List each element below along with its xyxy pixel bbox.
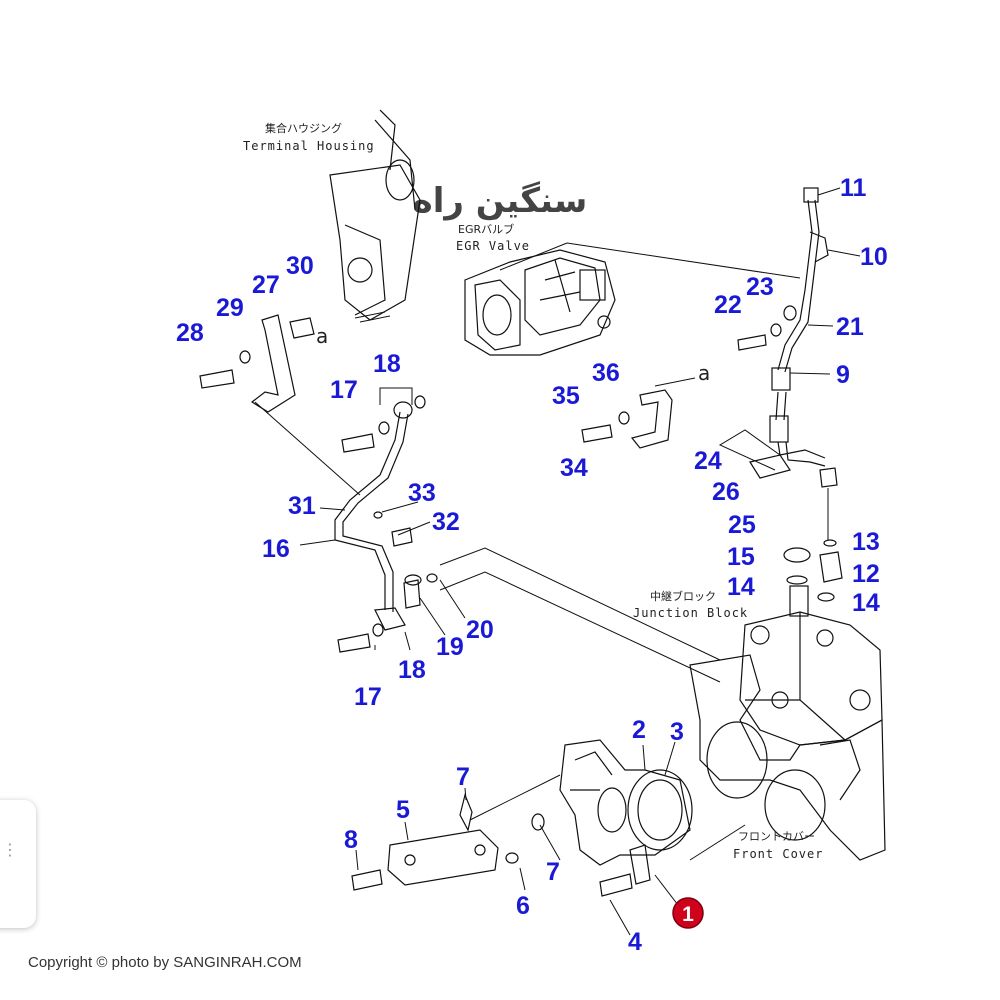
callout-36: 36: [592, 359, 620, 387]
callout-27: 27: [252, 271, 280, 299]
terminal-housing-label-jp: 集合ハウジング: [265, 121, 342, 135]
callout-2: 2: [632, 716, 646, 744]
callout-3: 3: [670, 718, 684, 746]
callout-21: 21: [836, 313, 864, 341]
callout-14-upper: 14: [727, 573, 755, 601]
highlight-callout-1: 1: [672, 897, 704, 929]
callout-17-upper: 17: [330, 376, 358, 404]
front-cover-label-en: Front Cover: [733, 847, 823, 861]
callout-18-upper: 18: [373, 350, 401, 378]
callout-30: 30: [286, 252, 314, 280]
callout-32: 32: [432, 508, 460, 536]
callout-numbers: 11 10 23 22 21 9 36 35 34 24 26 25 13 15…: [176, 174, 888, 956]
callout-20: 20: [466, 616, 494, 644]
highlight-badge-number: 1: [682, 903, 694, 926]
callout-15: 15: [727, 543, 755, 571]
callout-11: 11: [840, 174, 867, 202]
egr-valve: [464, 249, 616, 356]
callout-14-lower: 14: [852, 589, 880, 617]
watermark-text: سنگین راه: [413, 181, 588, 221]
watermark-logo: سنگین راه: [413, 181, 588, 221]
callout-33: 33: [408, 479, 436, 507]
callout-7-upper: 7: [456, 763, 470, 791]
reference-a-right: a: [698, 361, 710, 385]
bracket-27: [199, 314, 361, 496]
callout-17-lower: 17: [354, 683, 382, 711]
side-panel-tab[interactable]: ⋮: [0, 800, 36, 928]
callout-25: 25: [728, 511, 756, 539]
callout-10: 10: [860, 243, 888, 271]
bracket-34: [581, 377, 696, 449]
egr-valve-label-en: EGR Valve: [456, 239, 530, 253]
callout-24: 24: [694, 447, 722, 475]
reference-a-left: a: [316, 324, 328, 348]
front-cover-label-jp: フロントカバー: [738, 830, 815, 843]
callout-6: 6: [516, 892, 530, 920]
more-icon: ⋮: [2, 840, 18, 859]
callout-9: 9: [836, 361, 850, 389]
callout-23: 23: [746, 273, 774, 301]
callout-26: 26: [712, 478, 740, 506]
right-tube-assembly: [737, 187, 829, 479]
callout-7-lower: 7: [546, 858, 560, 886]
callout-22: 22: [714, 291, 742, 319]
callout-35: 35: [552, 382, 580, 410]
terminal-housing-label-en: Terminal Housing: [243, 139, 375, 153]
front-cover: [689, 654, 886, 861]
highlight-badge: [672, 897, 704, 929]
callout-29: 29: [216, 294, 244, 322]
callout-8: 8: [344, 826, 358, 854]
plate-5: [351, 793, 545, 891]
callout-31: 31: [288, 492, 316, 520]
egr-valve-label-jp: EGRバルブ: [458, 222, 514, 236]
callout-28: 28: [176, 319, 204, 347]
copyright-text: Copyright © photo by SANGINRAH.COM: [28, 954, 302, 971]
callout-5: 5: [396, 796, 410, 824]
callout-12: 12: [852, 560, 880, 588]
callout-16: 16: [262, 535, 290, 563]
callout-18-lower: 18: [398, 656, 426, 684]
callout-13: 13: [852, 528, 880, 556]
terminal-housing: [329, 109, 421, 323]
callout-34: 34: [560, 454, 588, 482]
pump-assembly: [559, 739, 693, 897]
left-tube-assembly: [334, 395, 438, 653]
junction-block-label-en: Junction Block: [633, 606, 748, 620]
callout-4: 4: [628, 928, 642, 956]
junction-block-label-jp: 中継ブロック: [650, 589, 716, 603]
callout-19: 19: [436, 633, 464, 661]
